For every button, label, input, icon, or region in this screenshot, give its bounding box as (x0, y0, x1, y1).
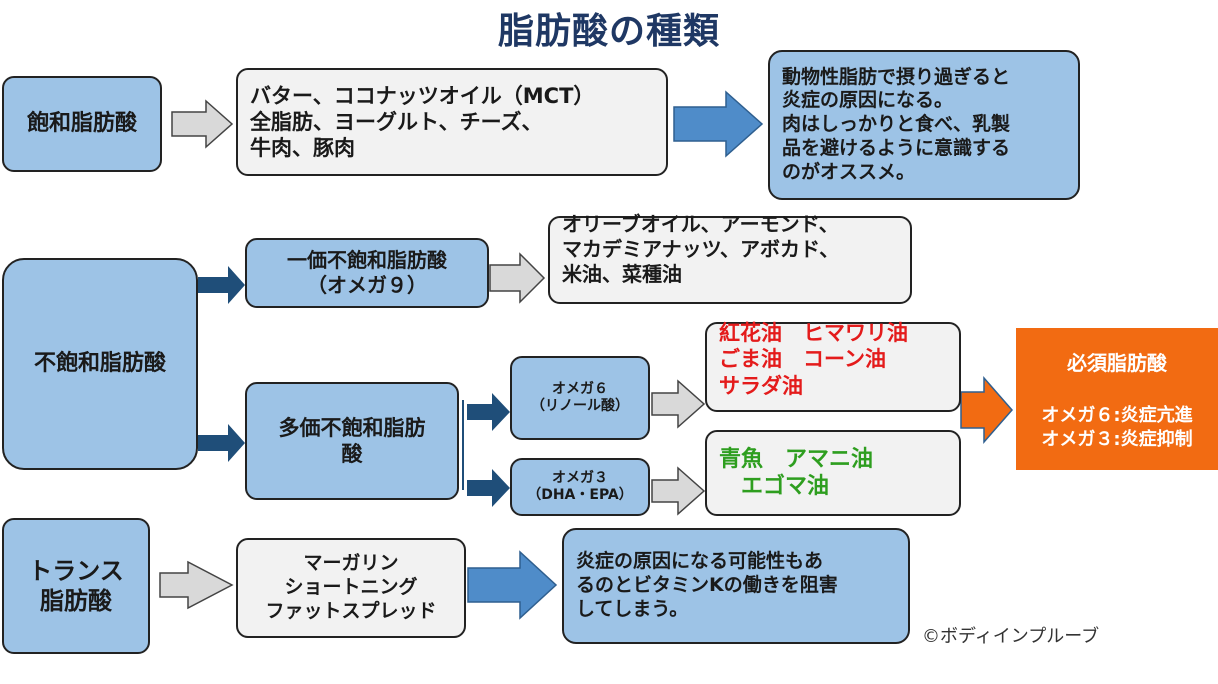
arrow-poly-to-omega6 (467, 393, 510, 431)
arrow-omega3-to-foods (651, 466, 706, 516)
saturated-fat-box: 飽和脂肪酸 (2, 76, 162, 172)
trans-foods-text: マーガリン ショートニング ファットスプレッド (265, 552, 437, 622)
saturated-foods-box: バター、ココナッツオイル（MCT） 全脂肪、ヨーグルト、チーズ、 牛肉、豚肉 (236, 68, 668, 176)
saturated-note-text: 動物性脂肪で摂り過ぎると 炎症の原因になる。 肉はしっかりと食べ、乳製 品を避け… (782, 65, 1011, 183)
polyunsaturated-box: 多価不飽和脂肪 酸 (245, 382, 459, 500)
omega3-label: オメガ３ （DHA・EPA） (527, 469, 633, 504)
monounsaturated-box: 一価不飽和脂肪酸 （オメガ９） (245, 238, 489, 308)
omega3-box: オメガ３ （DHA・EPA） (510, 458, 650, 516)
arrow-trans-foods-to-note (467, 550, 558, 620)
page-title: 脂肪酸の種類 (497, 11, 720, 52)
trans-fat-box: トランス 脂肪酸 (2, 518, 150, 654)
omega6-foods-text: 紅花油 ヒマワリ油 ごま油 コーン油 サラダ油 (719, 321, 908, 398)
essential-omega3-line: オメガ３:炎症抑制 (1041, 428, 1193, 450)
trans-fat-label: トランス 脂肪酸 (28, 557, 124, 615)
trans-note-box: 炎症の原因になる可能性もあ るのとビタミンKの働きを阻害 してしまう。 (562, 528, 910, 644)
arrow-saturated-foods-to-note (673, 90, 764, 158)
omega3-foods-box: 青魚 アマニ油 エゴマ油 (705, 430, 961, 516)
essential-omega6-line: オメガ６:炎症亢進 (1041, 405, 1193, 427)
trans-foods-box: マーガリン ショートニング ファットスプレッド (236, 538, 466, 638)
omega6-label: オメガ６ （リノール酸） (531, 380, 629, 415)
unsaturated-fat-label: 不飽和脂肪酸 (33, 351, 166, 377)
arrow-unsaturated-to-mono (198, 266, 245, 304)
arrow-unsaturated-to-poly (198, 424, 245, 462)
polyunsaturated-label: 多価不飽和脂肪 酸 (278, 415, 426, 466)
saturated-note-box: 動物性脂肪で摂り過ぎると 炎症の原因になる。 肉はしっかりと食べ、乳製 品を避け… (768, 50, 1080, 200)
monounsaturated-foods-text: オリーブオイル、アーモンド、 マカデミアナッツ、アボカド、 米油、菜種油 (562, 212, 840, 286)
arrow-saturated-to-foods (171, 99, 234, 149)
monounsaturated-label: 一価不飽和脂肪酸 （オメガ９） (287, 248, 447, 297)
arrow-poly-to-omega3 (467, 469, 510, 507)
copyright-credit: ©ボディインプルーブ (922, 626, 1100, 647)
essential-fatty-acid-title: 必須脂肪酸 (1067, 351, 1167, 376)
arrow-omega6-to-foods (651, 379, 706, 429)
monounsaturated-foods-box: オリーブオイル、アーモンド、 マカデミアナッツ、アボカド、 米油、菜種油 (548, 212, 912, 304)
arrow-trans-to-foods (159, 560, 234, 610)
trans-note-text: 炎症の原因になる可能性もあ るのとビタミンKの働きを阻害 してしまう。 (576, 550, 838, 620)
essential-fatty-acid-box: 必須脂肪酸 オメガ６:炎症亢進 オメガ３:炎症抑制 (1016, 328, 1218, 470)
arrow-mono-to-foods (489, 252, 546, 304)
saturated-fat-label: 飽和脂肪酸 (26, 111, 137, 137)
omega3-foods-text: 青魚 アマニ油 エゴマ油 (719, 446, 874, 500)
arrow-omega6-to-essential (960, 376, 1013, 444)
saturated-foods-text: バター、ココナッツオイル（MCT） 全脂肪、ヨーグルト、チーズ、 牛肉、豚肉 (250, 83, 595, 161)
omega6-foods-box: 紅花油 ヒマワリ油 ごま油 コーン油 サラダ油 (705, 321, 961, 412)
unsaturated-fat-box: 不飽和脂肪酸 (2, 258, 198, 470)
omega6-box: オメガ６ （リノール酸） (510, 356, 650, 440)
